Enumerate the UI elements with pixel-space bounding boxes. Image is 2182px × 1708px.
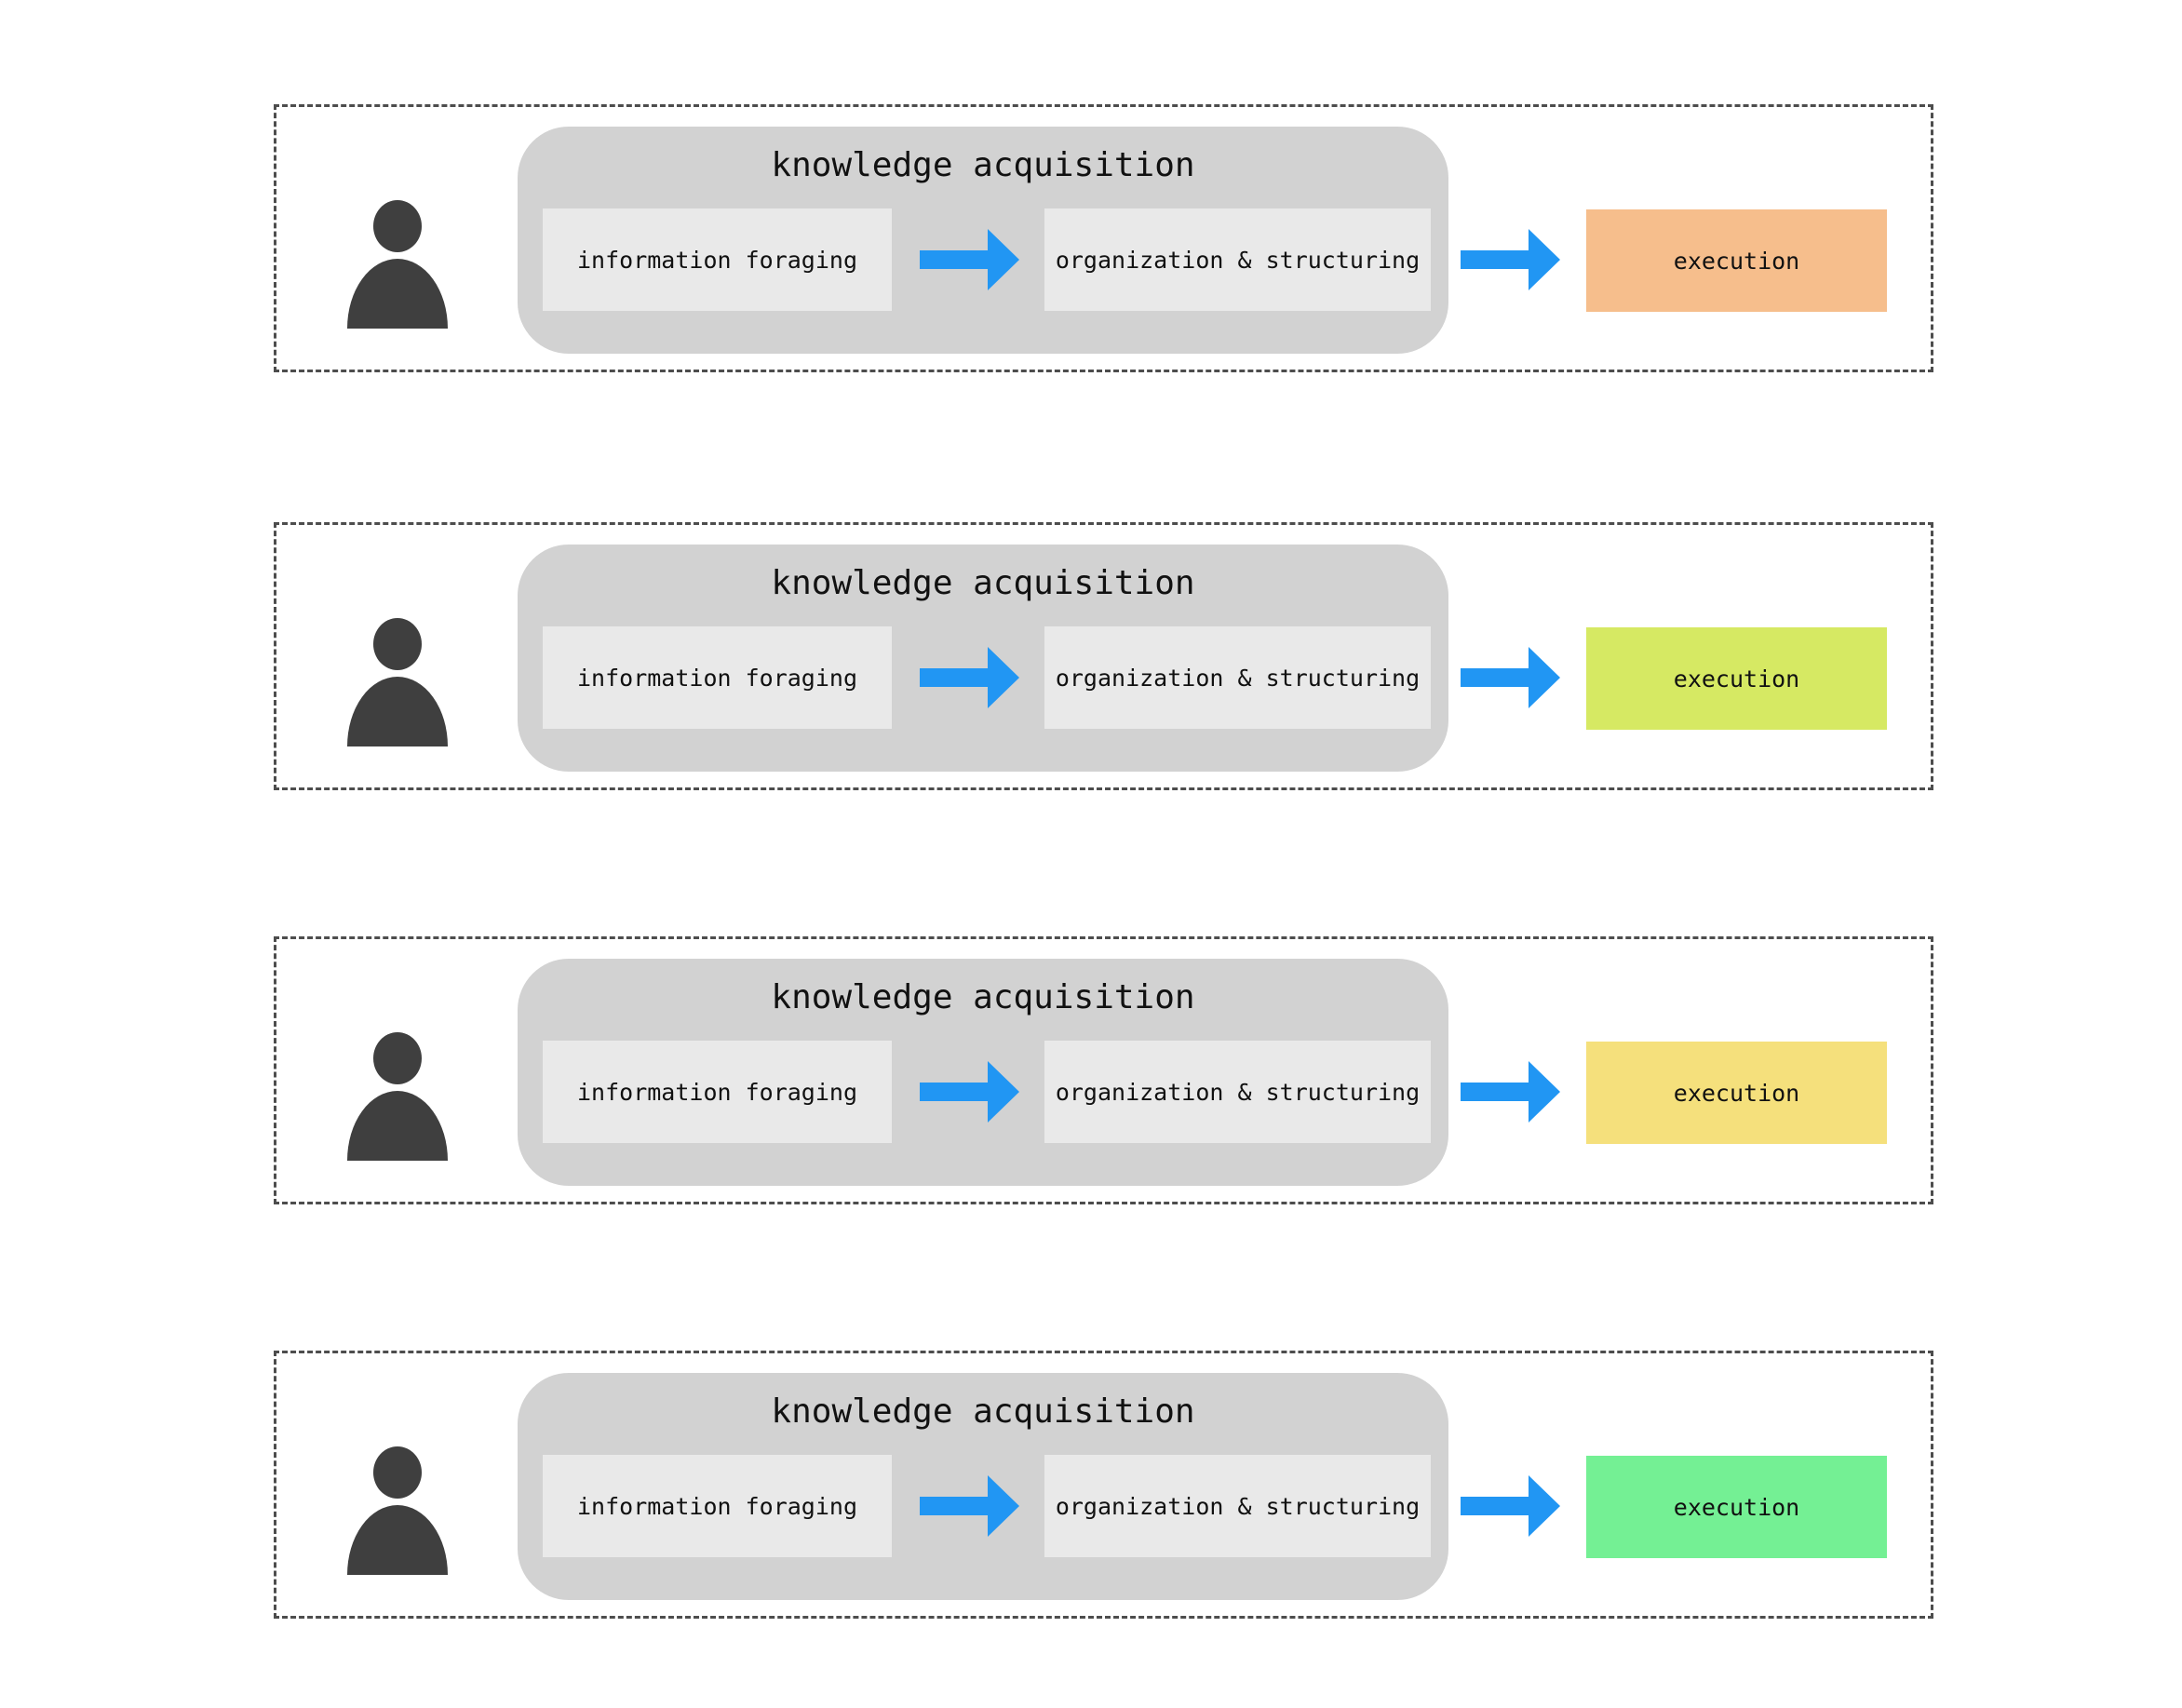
arrow-shaft xyxy=(1461,1083,1529,1101)
arrow-head xyxy=(988,647,1019,708)
arrow-head xyxy=(1529,1061,1560,1123)
group-title: knowledge acquisition xyxy=(771,1392,1195,1431)
arrow-right-icon xyxy=(1461,647,1560,708)
arrow-right-icon xyxy=(920,1475,1019,1537)
pipeline-row: knowledge acquisition information foragi… xyxy=(274,1351,1933,1619)
stage-organization-structuring: organization & structuring xyxy=(1044,208,1431,311)
person-icon xyxy=(347,618,448,746)
execution-box: execution xyxy=(1586,1042,1887,1144)
person-body-shape xyxy=(347,677,448,746)
stage-organization-structuring: organization & structuring xyxy=(1044,1041,1431,1143)
arrow-right-icon xyxy=(920,229,1019,290)
arrow-shaft xyxy=(920,250,988,269)
arrow-head xyxy=(988,1061,1019,1123)
person-head-shape xyxy=(373,618,422,670)
arrow-shaft xyxy=(920,668,988,687)
person-head-shape xyxy=(373,1032,422,1084)
person-head-shape xyxy=(373,200,422,252)
stage-organization-structuring: organization & structuring xyxy=(1044,626,1431,729)
stage-information-foraging: information foraging xyxy=(543,626,892,729)
arrow-head xyxy=(988,1475,1019,1537)
knowledge-acquisition-group: knowledge acquisition information foragi… xyxy=(518,127,1448,354)
person-head-shape xyxy=(373,1446,422,1499)
arrow-shaft xyxy=(920,1083,988,1101)
arrow-right-icon xyxy=(1461,1475,1560,1537)
group-title: knowledge acquisition xyxy=(771,564,1195,602)
pipeline-row: knowledge acquisition information foragi… xyxy=(274,522,1933,790)
execution-box: execution xyxy=(1586,209,1887,312)
knowledge-acquisition-group: knowledge acquisition information foragi… xyxy=(518,959,1448,1186)
stage-information-foraging: information foraging xyxy=(543,1041,892,1143)
arrow-right-icon xyxy=(1461,229,1560,290)
arrow-shaft xyxy=(1461,668,1529,687)
pipeline-row: knowledge acquisition information foragi… xyxy=(274,936,1933,1204)
stage-organization-structuring: organization & structuring xyxy=(1044,1455,1431,1557)
arrow-right-icon xyxy=(920,1061,1019,1123)
execution-box: execution xyxy=(1586,627,1887,730)
person-body-shape xyxy=(347,1505,448,1575)
arrow-right-icon xyxy=(1461,1061,1560,1123)
pipeline-row: knowledge acquisition information foragi… xyxy=(274,104,1933,372)
arrow-head xyxy=(1529,229,1560,290)
person-icon xyxy=(347,200,448,329)
arrow-shaft xyxy=(1461,250,1529,269)
knowledge-acquisition-group: knowledge acquisition information foragi… xyxy=(518,1373,1448,1600)
arrow-shaft xyxy=(1461,1497,1529,1515)
arrow-right-icon xyxy=(920,647,1019,708)
person-body-shape xyxy=(347,259,448,329)
person-body-shape xyxy=(347,1091,448,1161)
stage-information-foraging: information foraging xyxy=(543,1455,892,1557)
group-title: knowledge acquisition xyxy=(771,978,1195,1016)
arrow-head xyxy=(1529,647,1560,708)
arrow-shaft xyxy=(920,1497,988,1515)
person-icon xyxy=(347,1446,448,1575)
knowledge-acquisition-group: knowledge acquisition information foragi… xyxy=(518,545,1448,772)
person-icon xyxy=(347,1032,448,1161)
stage-information-foraging: information foraging xyxy=(543,208,892,311)
execution-box: execution xyxy=(1586,1456,1887,1558)
group-title: knowledge acquisition xyxy=(771,146,1195,184)
arrow-head xyxy=(1529,1475,1560,1537)
arrow-head xyxy=(988,229,1019,290)
